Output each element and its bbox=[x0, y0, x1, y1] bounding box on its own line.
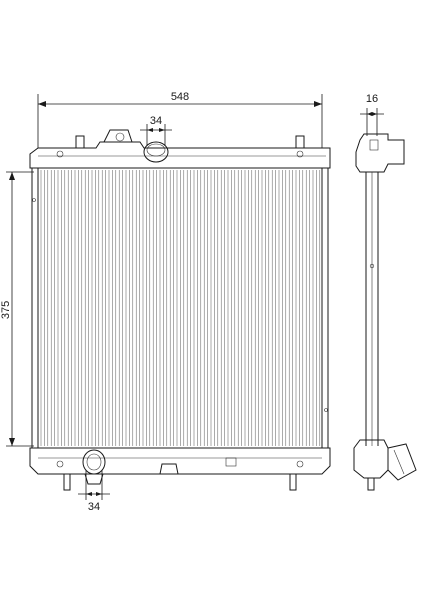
depth-arrow-left bbox=[367, 112, 372, 116]
bottom-bracket bbox=[159, 463, 179, 475]
outlet-label: 34 bbox=[88, 501, 100, 513]
bottom-pin-right bbox=[289, 473, 297, 491]
side-bottom-pin bbox=[367, 477, 375, 491]
filler-neck-bracket bbox=[103, 129, 133, 143]
height-dimension: 375 bbox=[0, 171, 34, 447]
bottom-pin-left bbox=[63, 473, 71, 491]
outlet-pipe-inner bbox=[86, 453, 102, 471]
bottom-mount-hole-left bbox=[56, 460, 64, 468]
depth-arrow-right bbox=[372, 112, 377, 116]
height-arrow-top bbox=[9, 172, 15, 180]
outlet-dimension: 34 bbox=[78, 470, 110, 513]
height-arrow-bottom bbox=[9, 438, 15, 446]
top-pin-left bbox=[75, 135, 85, 149]
depth-dimension: 16 bbox=[360, 93, 384, 136]
side-outlet-rib bbox=[393, 449, 405, 475]
core-fins bbox=[40, 170, 321, 446]
inlet-label: 34 bbox=[150, 115, 162, 127]
filler-neck-hole bbox=[115, 132, 125, 142]
inlet-pipe-outer bbox=[143, 141, 169, 163]
outlet-pipe bbox=[82, 449, 106, 485]
top-mount-hole-right bbox=[296, 150, 304, 158]
top-mount-hole-left bbox=[56, 150, 64, 158]
inlet-arrow-right bbox=[159, 128, 165, 132]
side-top-tank bbox=[355, 133, 405, 173]
inlet-pipe-inner bbox=[146, 143, 166, 157]
bottom-tank-outline bbox=[29, 447, 331, 475]
inlet-dimension: 34 bbox=[140, 115, 172, 146]
outlet-pipe-outer bbox=[82, 449, 106, 475]
side-view bbox=[353, 133, 417, 491]
inlet-pipe bbox=[143, 141, 169, 163]
outlet-arrow-right bbox=[96, 492, 102, 496]
top-tank-outline bbox=[29, 141, 331, 169]
side-mark bbox=[369, 263, 375, 269]
core-mark-left bbox=[32, 198, 36, 202]
side-bottom-tank bbox=[353, 439, 389, 479]
core-outline bbox=[31, 167, 329, 449]
height-label: 375 bbox=[0, 301, 12, 319]
bottom-mount-hole-right bbox=[296, 460, 304, 468]
width-dimension: 548 bbox=[37, 91, 323, 148]
core-mark-right bbox=[324, 408, 328, 412]
width-arrow-right bbox=[314, 101, 322, 107]
side-cap bbox=[369, 139, 379, 151]
width-arrow-left bbox=[38, 101, 46, 107]
drain-plug bbox=[225, 457, 237, 467]
side-outlet-pipe bbox=[387, 443, 417, 481]
outlet-arrow-left bbox=[86, 492, 92, 496]
bottom-tank bbox=[29, 447, 331, 491]
outlet-pipe-neck bbox=[84, 473, 104, 485]
inlet-arrow-left bbox=[147, 128, 153, 132]
width-label: 548 bbox=[171, 91, 189, 103]
depth-label: 16 bbox=[366, 93, 378, 105]
top-tank bbox=[29, 129, 331, 169]
top-pin-right bbox=[295, 135, 305, 149]
core bbox=[31, 167, 329, 449]
